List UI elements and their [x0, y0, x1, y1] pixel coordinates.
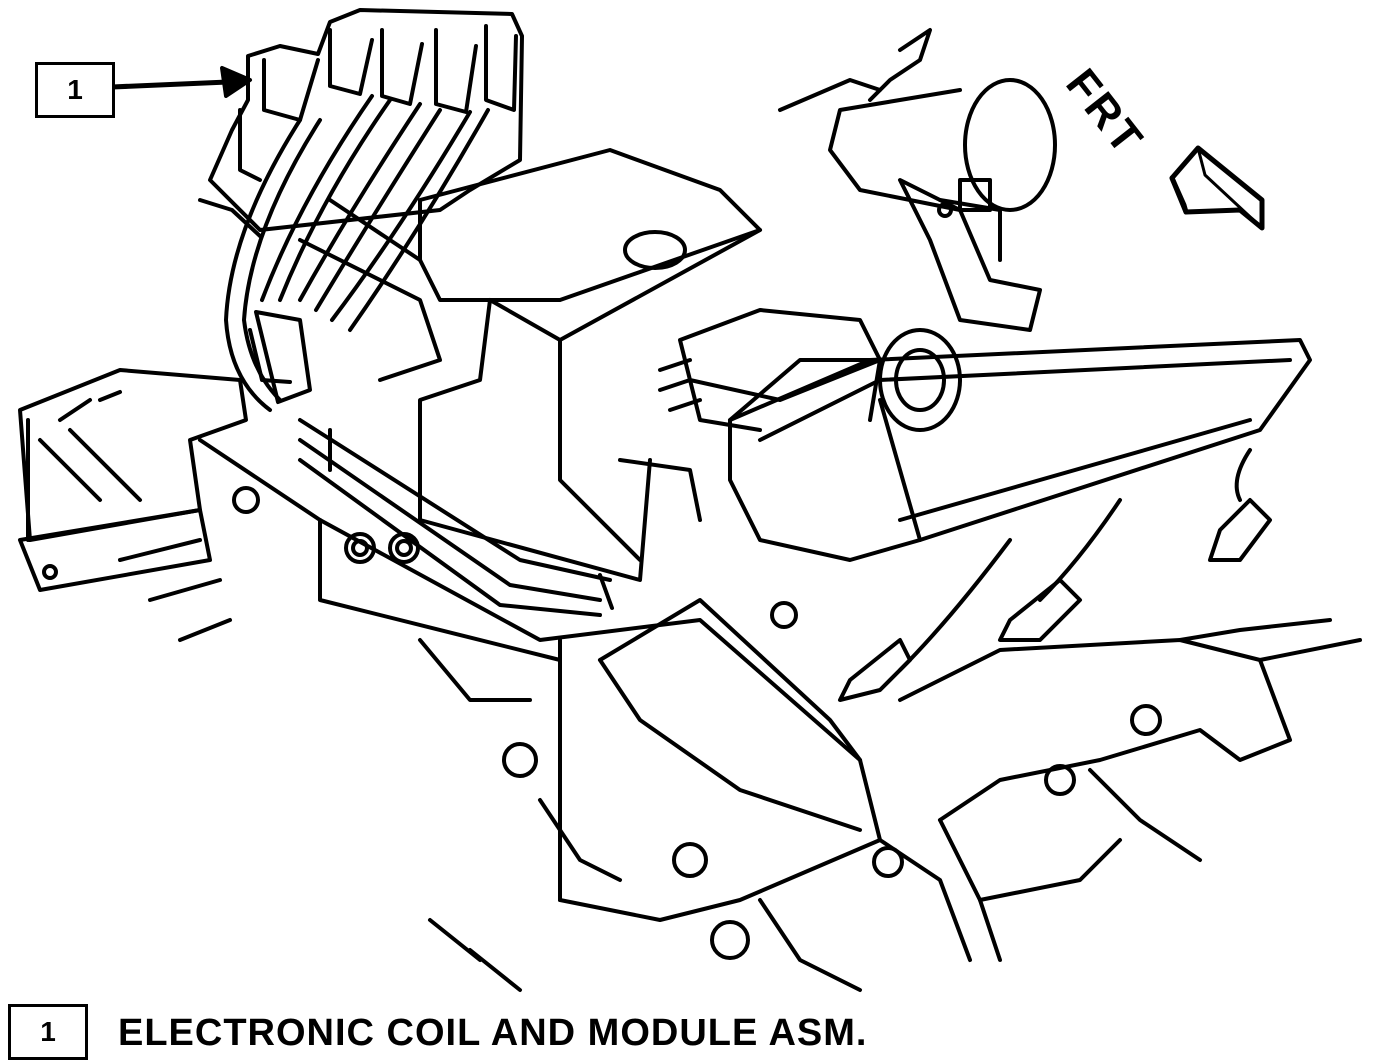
callout-number: 1 [67, 74, 83, 105]
throttle-body [778, 28, 1057, 332]
engine-line-drawing [18, 8, 1362, 992]
legend-caption: ELECTRONIC COIL AND MODULE ASM. [118, 1012, 868, 1054]
coil-module-assembly [198, 8, 524, 238]
valve-cover-left [18, 368, 248, 592]
misc-lines [118, 538, 622, 992]
valve-cover-right [728, 328, 1312, 562]
legend-number: 1 [40, 1016, 56, 1047]
callout-arrow [109, 66, 252, 98]
intake-plenum [298, 148, 762, 582]
callout-number-box: 1 [35, 62, 115, 118]
wire-harness [298, 418, 614, 617]
spark-wires-left [224, 94, 490, 412]
front-direction-arrow [1169, 145, 1265, 231]
spark-wires-right [838, 448, 1272, 702]
exhaust-manifold [758, 618, 1362, 992]
legend-number-box: 1 [8, 1004, 88, 1060]
engine-block-lower [198, 438, 1162, 960]
